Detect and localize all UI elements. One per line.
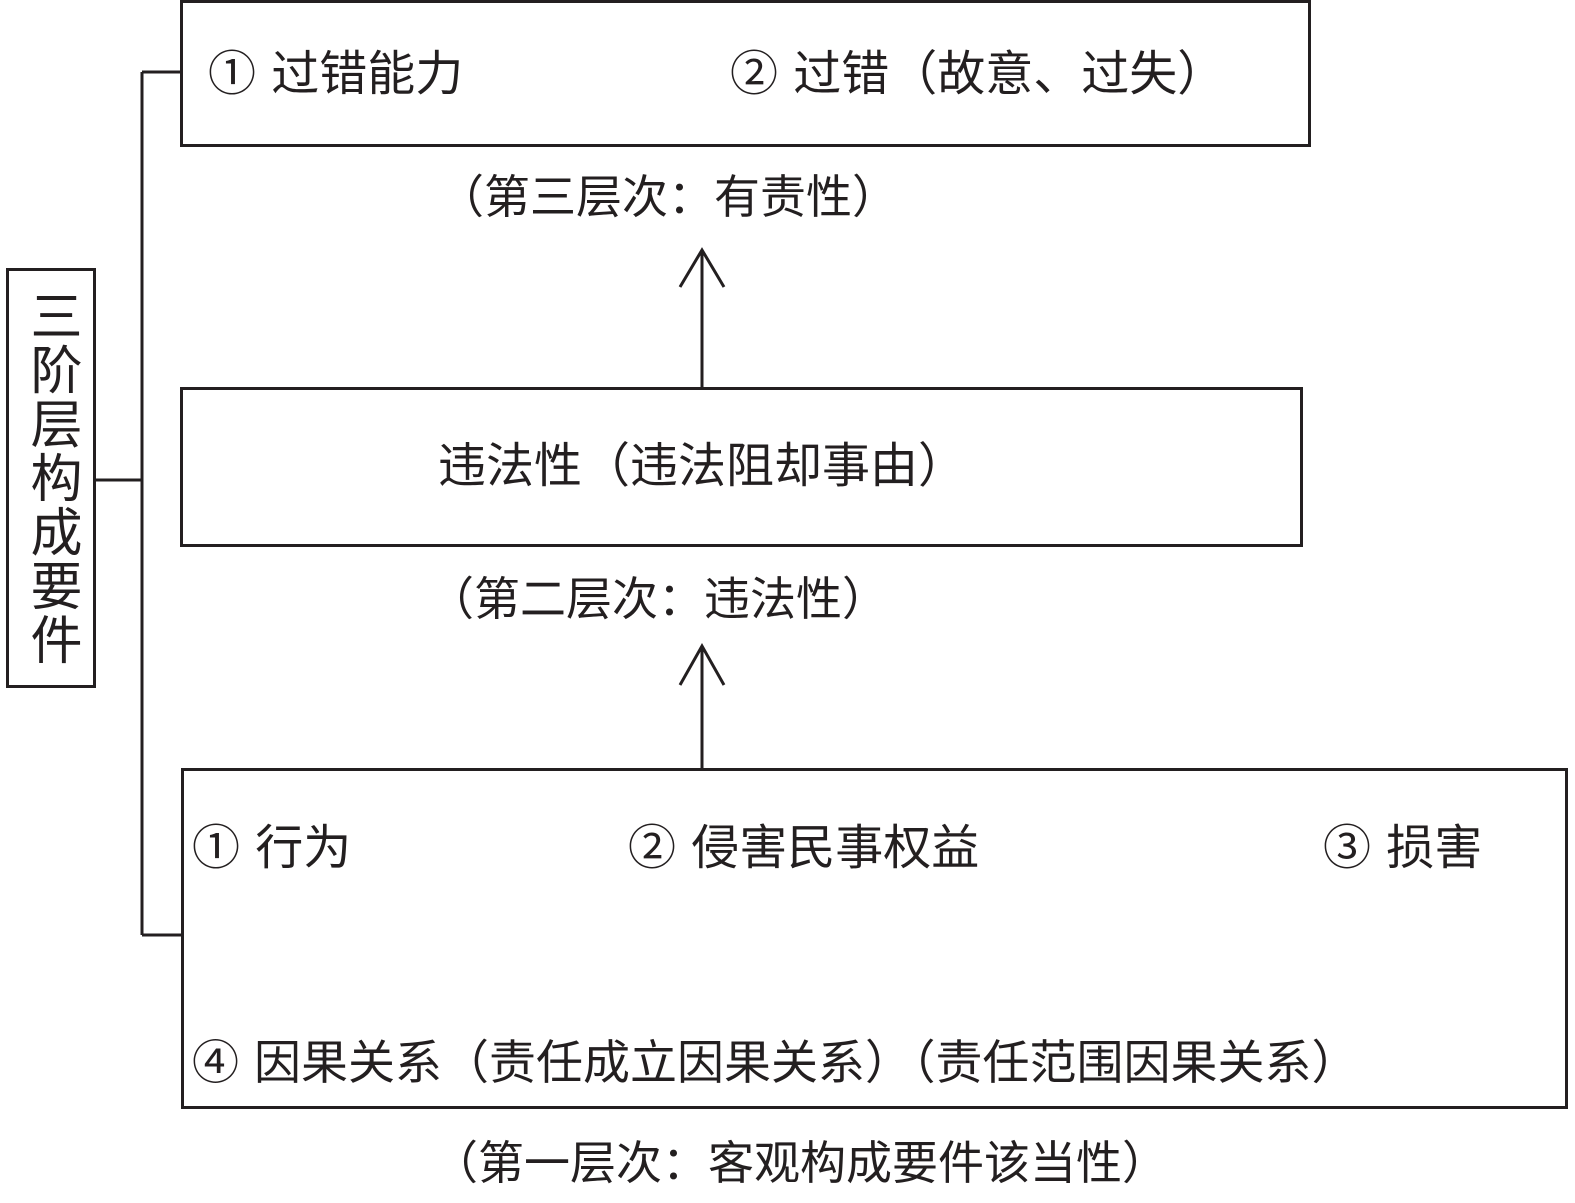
level3-item-fault: ② 过错（故意、过失）: [730, 46, 1226, 102]
level1-item-act: ① 行为: [192, 820, 352, 876]
level3-caption: （第三层次：有责性）: [438, 170, 898, 224]
level1-item-damage: ③ 损害: [1323, 820, 1483, 876]
level1-item-causation: ④ 因果关系（责任成立因果关系）（责任范围因果关系）: [192, 1036, 1359, 1091]
root-title: 三阶层构成要件: [21, 289, 81, 667]
level3-box: [180, 0, 1311, 147]
level2-content: 违法性（违法阻却事由）: [438, 438, 967, 494]
level3-item-capacity: ① 过错能力: [208, 46, 464, 102]
level1-item-infringement: ② 侵害民事权益: [628, 820, 980, 876]
level1-caption: （第一层次：客观构成要件该当性）: [432, 1136, 1168, 1190]
level2-box: [180, 387, 1303, 547]
level1-box: [181, 768, 1568, 1109]
root-title-box: 三阶层构成要件: [6, 268, 96, 688]
level2-caption: （第二层次：违法性）: [428, 572, 888, 626]
